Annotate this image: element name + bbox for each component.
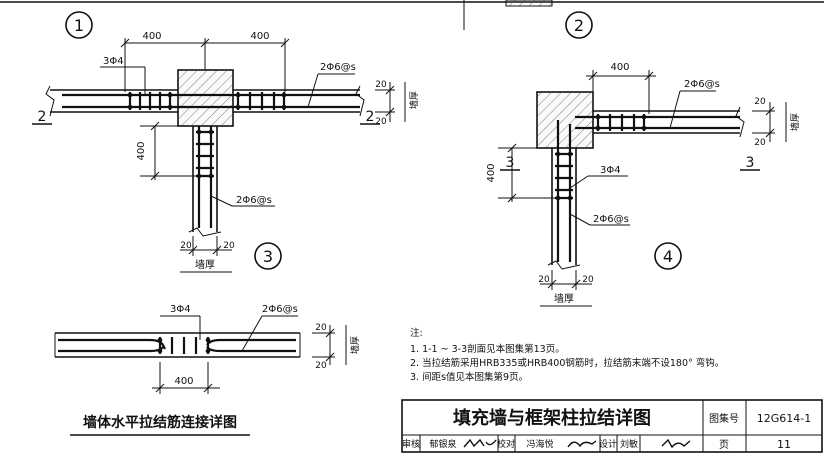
signature-review (463, 438, 497, 448)
d3-dim-vert: 400 (136, 141, 147, 160)
marker-3-text: 3 (263, 247, 273, 266)
signature-design (661, 438, 691, 449)
note-1: 1. 1-1 ~ 3-3剖面见本图集第13页。 (410, 343, 565, 355)
d1-dim-top: 20 (375, 80, 387, 90)
review-label: 审核 (402, 438, 420, 450)
atlas-label: 图集号 (709, 412, 739, 425)
d1-section-right: 2 (366, 109, 375, 125)
d1-tie-label: 2Φ6@s (320, 62, 356, 73)
d3-tie-label: 2Φ6@s (236, 195, 272, 206)
d5-tie-label: 2Φ6@s (262, 304, 298, 315)
detail-marker-4 (654, 242, 682, 270)
notes-heading: 注: (410, 327, 423, 339)
check-label: 校对 (497, 438, 515, 450)
d5-dim-bot: 20 (315, 361, 327, 371)
d4-tie-top-label: 2Φ6@s (684, 79, 720, 90)
detail-marker-3 (254, 242, 282, 270)
d3-dim-left: 20 (180, 241, 192, 251)
marker-4-text: 4 (663, 247, 673, 266)
d4-dim-top-r: 20 (754, 97, 766, 107)
ties-detail-3 (196, 129, 214, 179)
review-name: 郁银泉 (429, 438, 456, 450)
ties-detail-1 (127, 92, 287, 110)
d4-dim-vert: 400 (486, 163, 497, 182)
design-label: 设计 (599, 438, 617, 450)
ties-detail-4 (555, 151, 573, 201)
d5-thickness: 墙厚 (349, 336, 361, 354)
sheet-title: 填充墙与框架柱拉结详图 (453, 407, 651, 429)
d1-dim-left: 400 (142, 31, 161, 42)
page-number: 11 (777, 438, 791, 451)
marker-2-text: 2 (574, 16, 584, 35)
labels: 1 2 3 4 400 400 3Φ4 2Φ6@s 20 20 墙厚 2 2 4… (38, 16, 812, 451)
d5-dim-top: 20 (315, 323, 327, 333)
signature-check (567, 440, 597, 448)
design-name: 刘敏 (620, 438, 638, 450)
d3-dim-right: 20 (223, 241, 235, 251)
check-name: 冯海悦 (526, 438, 553, 450)
section-fragment (505, 0, 553, 7)
d4-bar-label: 3Φ4 (600, 165, 621, 176)
d4-dim-right: 20 (582, 275, 594, 285)
title-block (401, 399, 823, 453)
d4-thickness-r: 墙厚 (789, 113, 801, 131)
d4-tie-label: 2Φ6@s (593, 214, 629, 225)
atlas-number: 12G614-1 (757, 412, 811, 425)
d1-dim-right: 400 (250, 31, 269, 42)
marker-1-text: 1 (74, 16, 84, 35)
d3-thickness: 墙厚 (195, 258, 215, 271)
detail-marker-1 (65, 11, 93, 39)
caption: 墙体水平拉结筋连接详图 (83, 414, 237, 431)
note-3: 3. 间距s值见本图集第9页。 (410, 371, 528, 383)
d4-dim-bot-r: 20 (754, 138, 766, 148)
detail-marker-2 (565, 11, 593, 39)
d4-dim-top: 400 (610, 62, 629, 73)
d4-thickness-b: 墙厚 (554, 292, 574, 305)
detail-1-3 (32, 38, 406, 273)
ties-detail-5 (157, 337, 211, 354)
d1-bar-label: 3Φ4 (103, 56, 124, 67)
page-label: 页 (719, 439, 729, 451)
d4-dim-left: 20 (538, 275, 550, 285)
detail-2-4 (498, 70, 787, 307)
d5-dim-bottom: 400 (174, 376, 193, 387)
d1-dim-bot: 20 (375, 117, 387, 127)
d1-thickness: 墙厚 (408, 91, 420, 109)
d1-section-left: 2 (38, 109, 47, 125)
ties-detail-2 (595, 114, 647, 131)
detail-lap-splice (54, 315, 347, 394)
d5-bar-label: 3Φ4 (170, 304, 191, 315)
d4-section-right: 3 (746, 155, 755, 171)
d4-section-left: 3 (506, 155, 515, 171)
note-2: 2. 当拉结筋采用HRB335或HRB400钢筋时，拉结筋末端不设180° 弯钩… (410, 357, 724, 369)
